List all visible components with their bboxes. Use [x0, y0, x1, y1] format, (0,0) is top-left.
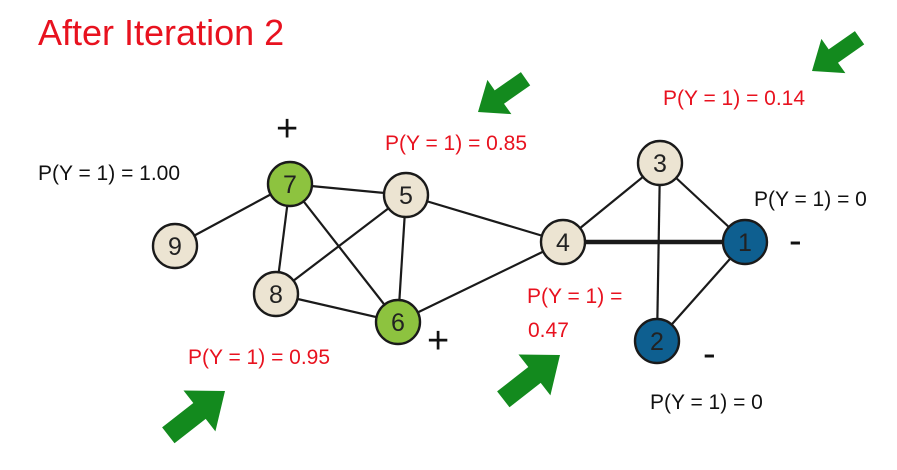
node-circle-4: [539, 218, 587, 266]
edge-6-4: [397, 241, 564, 323]
label-node4-line1: P(Y = 1) =: [527, 285, 623, 308]
edge-7-6: [289, 183, 399, 323]
sign-node1: -: [789, 220, 802, 262]
sign-node7: +: [276, 108, 299, 150]
node-label-2: 2: [650, 328, 664, 356]
node-2: 2: [633, 317, 681, 365]
green-arrow-icon: [478, 72, 531, 115]
node-circle-1: [721, 218, 769, 266]
node-circle-6: [374, 298, 422, 346]
node-label-7: 7: [283, 171, 297, 199]
node-4: 4: [539, 218, 587, 266]
edge-5-4: [405, 193, 564, 244]
node-label-6: 6: [391, 309, 405, 337]
green-arrow-icon: [812, 31, 865, 74]
node-circle-7: [266, 160, 314, 208]
node-label-8: 8: [269, 281, 283, 309]
node-circle-8: [252, 270, 300, 318]
node-circle-3: [636, 139, 684, 187]
node-circle-9: [151, 222, 199, 270]
node-1: 1: [721, 218, 769, 266]
sign-node2: -: [703, 333, 716, 375]
node-circle-2: [633, 317, 681, 365]
node-label-5: 5: [399, 182, 413, 210]
node-label-1: 1: [738, 229, 752, 257]
node-3: 3: [636, 139, 684, 187]
green-arrow-icon: [497, 354, 560, 408]
label-node5: P(Y = 1) = 0.85: [385, 132, 528, 155]
edge-3-2: [655, 162, 662, 342]
sign-node6: +: [427, 320, 450, 362]
node-5: 5: [382, 171, 430, 219]
label-node1: P(Y = 1) = 0: [754, 188, 867, 211]
page-title: After Iteration 2: [38, 12, 285, 53]
node-label-3: 3: [653, 150, 667, 178]
node-label-4: 4: [556, 229, 570, 257]
label-node8: P(Y = 1) = 0.95: [188, 346, 331, 369]
node-9: 9: [151, 222, 199, 270]
edge-5-8: [275, 194, 407, 295]
label-node2: P(Y = 1) = 0: [650, 391, 763, 414]
label-node9: P(Y = 1) = 1.00: [38, 162, 181, 185]
label-node4-line2: 0.47: [528, 319, 569, 342]
label-node3: P(Y = 1) = 0.14: [663, 87, 806, 110]
node-7: 7: [266, 160, 314, 208]
node-6: 6: [374, 298, 422, 346]
node-8: 8: [252, 270, 300, 318]
node-circle-5: [382, 171, 430, 219]
node-label-9: 9: [168, 233, 182, 261]
green-arrow-icon: [162, 390, 225, 444]
